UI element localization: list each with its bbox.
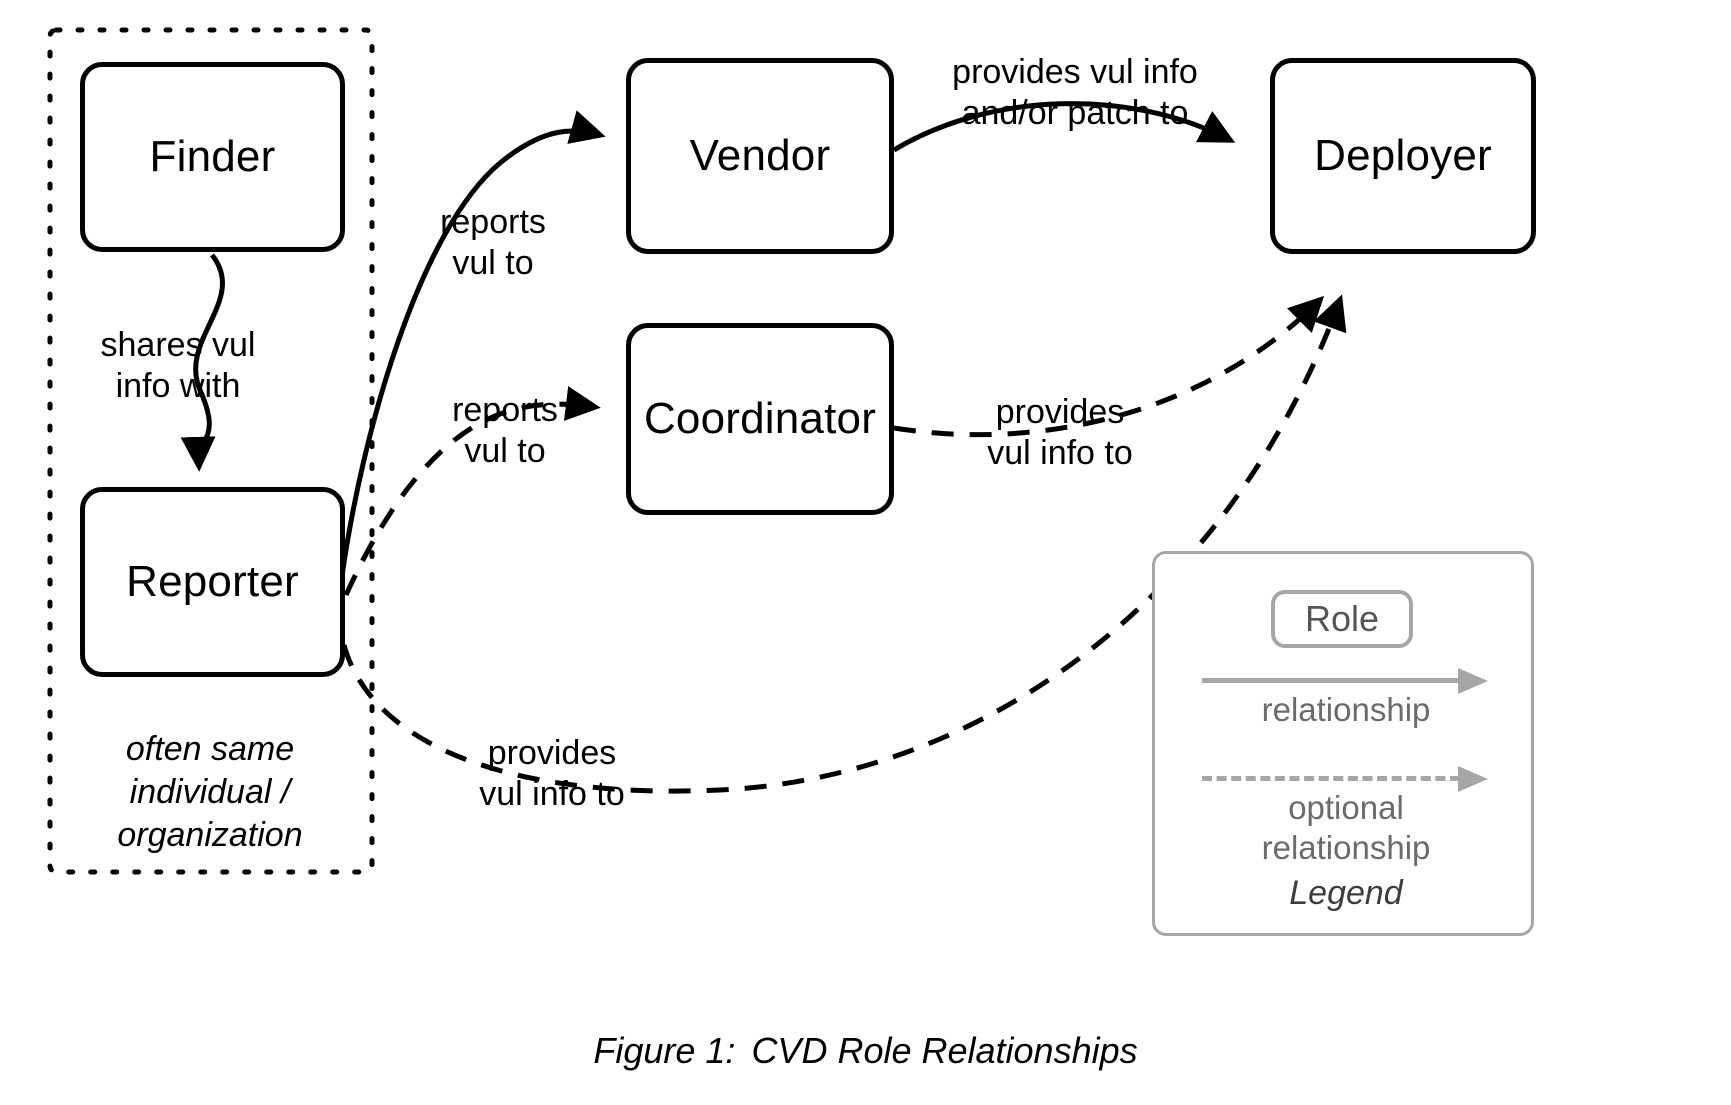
edge-reporter-to-deployer (341, 294, 1347, 794)
edge-reporter-to-coordinator (343, 386, 601, 597)
role-box-deployer[interactable]: Deployer (1270, 58, 1536, 254)
edge-label-reporter-to-deployer: provides vul info to (479, 734, 625, 814)
figure-caption-number: Figure 1: (593, 1030, 736, 1071)
edge-label-reporter-to-vendor: reports vul to (440, 203, 546, 283)
legend-label-relationship: relationship (1261, 691, 1431, 728)
role-label-coordinator: Coordinator (643, 393, 877, 443)
role-label-reporter: Reporter (126, 556, 299, 606)
legend-role-chip: Role (1271, 590, 1413, 648)
figure-caption: Figure 1: CVD Role Relationships (0, 1030, 1731, 1072)
edge-label-coordinator-to-deployer: provides vul info to (987, 393, 1133, 473)
legend-panel: Role relationship optional relationship … (1152, 551, 1534, 936)
role-box-finder[interactable]: Finder (80, 62, 345, 252)
role-box-vendor[interactable]: Vendor (626, 58, 894, 254)
legend-dashed-arrow-icon (1202, 766, 1490, 792)
role-label-vendor: Vendor (689, 130, 831, 180)
group-note-finder-reporter: often same individual / organization (117, 730, 303, 855)
edge-coordinator-to-deployer (893, 295, 1325, 438)
legend-role-chip-label: Role (1304, 598, 1380, 639)
edge-finder-to-reporter (180, 253, 225, 472)
edge-label-finder-to-reporter: shares vul info with (100, 326, 256, 406)
edge-reporter-to-vendor (338, 110, 606, 584)
role-label-finder: Finder (149, 131, 276, 181)
figure-caption-title: CVD Role Relationships (751, 1030, 1138, 1071)
role-box-reporter[interactable]: Reporter (80, 487, 345, 677)
role-label-deployer: Deployer (1314, 130, 1492, 180)
legend-label-optional-relationship: optional relationship (1261, 789, 1431, 866)
edge-vendor-to-deployer (892, 101, 1236, 153)
edge-label-vendor-to-deployer: provides vul info and/or patch to (952, 53, 1198, 133)
edge-label-reporter-to-coordinator: reports vul to (452, 391, 558, 471)
legend-row-optional-relationship: optional relationship (1155, 766, 1537, 867)
legend-solid-arrow-icon (1202, 668, 1490, 694)
legend-title: Legend (1289, 874, 1403, 912)
role-box-coordinator[interactable]: Coordinator (626, 323, 894, 515)
finder-reporter-group-frame (47, 27, 375, 875)
legend-row-relationship: relationship (1155, 668, 1537, 730)
